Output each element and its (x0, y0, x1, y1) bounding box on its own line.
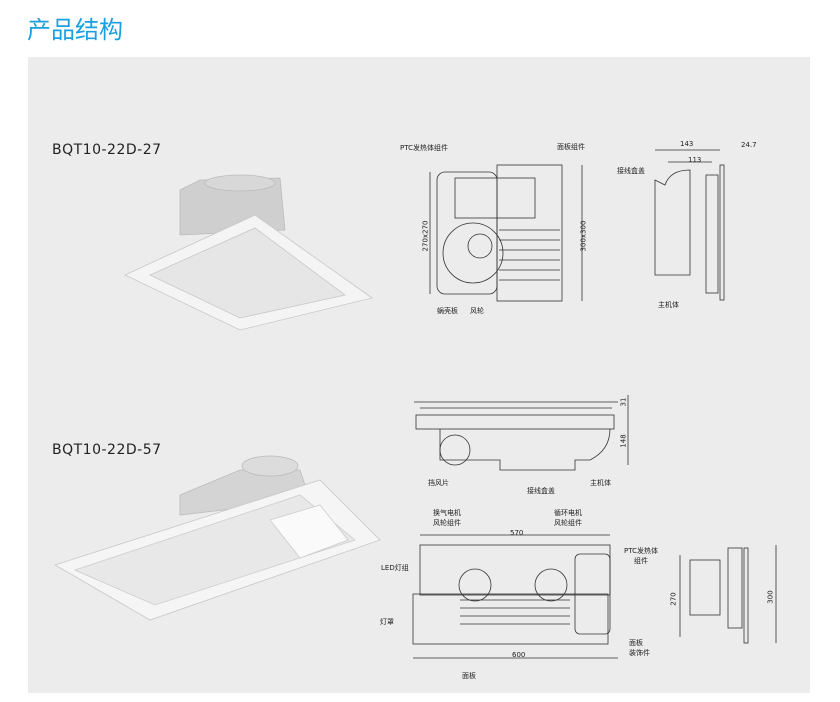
label-baffle: 挡风片 (428, 479, 449, 487)
model-name-2: BQT10-22D-57 (52, 442, 162, 458)
dim-570: 570 (510, 529, 524, 537)
drawing-front-1 (429, 164, 583, 302)
label-body: 主机体 (658, 301, 679, 309)
label-body-2: 主机体 (590, 479, 611, 487)
label-panel-2: 面板 (462, 672, 476, 680)
label-cover: 灯罩 (380, 618, 394, 626)
dim-600: 600 (512, 651, 526, 659)
page-title: 产品结构 (27, 16, 123, 44)
drawing-end-2 (679, 545, 777, 644)
drawing-top-2 (414, 395, 629, 471)
dim-270x270: 270x270 (421, 220, 430, 252)
drawing-side-1 (654, 149, 725, 301)
dim-24-7: 24.7 (741, 141, 757, 149)
label-ptc: PTC发热体组件 (400, 144, 448, 152)
dim-148: 148 (619, 434, 628, 448)
label-volute: 蜗壳板 (437, 307, 458, 315)
label-trim: 面板 装饰件 (629, 639, 650, 657)
label-led: LED灯组 (381, 564, 409, 572)
model-name-1: BQT10-22D-27 (52, 142, 162, 158)
product-image-2 (54, 455, 381, 621)
label-panel: 面板组件 (557, 143, 585, 151)
label-junction-2: 接线盒盖 (527, 487, 555, 495)
label-ptc-2: PTC发热体 组件 (624, 547, 658, 565)
dim-31: 31 (619, 397, 628, 407)
label-junction: 接线盒盖 (617, 167, 645, 175)
dim-113: 113 (688, 156, 702, 164)
dim-270: 270 (669, 592, 678, 606)
drawing-front-2 (412, 534, 618, 659)
label-exhaust-fan: 换气电机 风轮组件 (433, 509, 461, 527)
dim-300: 300 (766, 590, 775, 604)
label-fan: 风轮 (470, 307, 484, 315)
label-circ-fan: 循环电机 风轮组件 (554, 509, 582, 527)
dim-143: 143 (680, 140, 694, 148)
product-image-1 (124, 174, 373, 331)
dim-300x300: 300x300 (579, 220, 588, 252)
